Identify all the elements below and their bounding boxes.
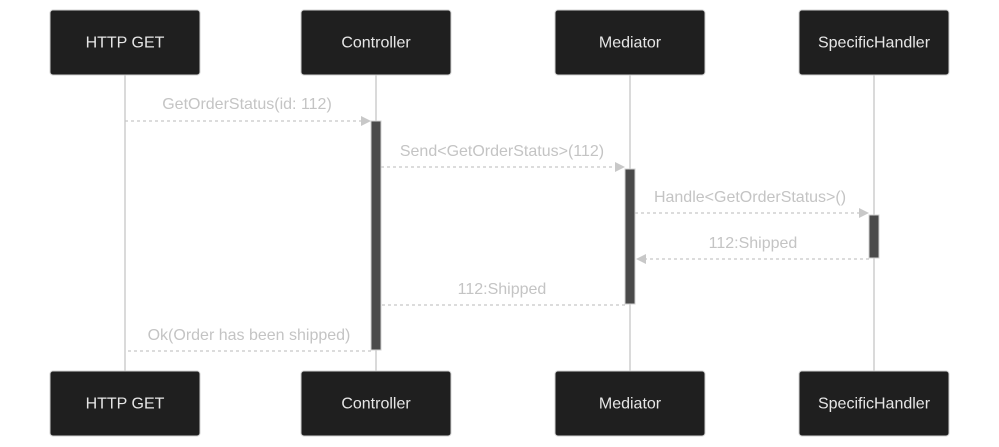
participant-label: HTTP GET [86,35,165,52]
participant-box [49,9,201,76]
activation-controller [370,120,382,351]
participant-label: Controller [341,396,411,413]
arrowhead-right-icon [361,116,371,126]
participant-box [798,370,950,437]
arrowhead-right-icon [859,208,869,218]
message-get-order-status: GetOrderStatus(id: 112) [125,96,371,126]
message-handle-request: Handle<GetOrderStatus>() [635,189,869,218]
participant-label: HTTP GET [86,396,165,413]
participant-label: SpecificHandler [818,396,931,413]
participant-handler-top: SpecificHandler [798,9,950,76]
participant-label: Mediator [599,396,662,413]
participant-box [300,370,452,437]
participant-box [300,9,452,76]
participant-http-bottom: HTTP GET [49,370,201,437]
message-label: 112:Shipped [709,235,798,252]
arrowhead-right-icon [615,162,625,172]
participant-mediator-bottom: Mediator [554,370,706,437]
activation-handler [868,214,880,259]
participant-box [798,9,950,76]
participant-label: Mediator [599,35,662,52]
participant-controller-top: Controller [300,9,452,76]
arrowhead-left-icon [636,254,646,264]
message-label: Send<GetOrderStatus>(112) [400,143,604,160]
activation-mediator [624,168,636,305]
participant-label: Controller [341,35,411,52]
message-label: Handle<GetOrderStatus>() [654,189,846,206]
message-ok-response: Ok(Order has been shipped) [125,327,371,352]
message-mediator-reply: 112:Shipped [381,281,625,306]
participant-box [554,370,706,437]
message-send-request: Send<GetOrderStatus>(112) [381,143,625,172]
participant-handler-bottom: SpecificHandler [798,370,950,437]
message-label: 112:Shipped [458,281,547,298]
participant-box [554,9,706,76]
message-handler-reply: 112:Shipped [636,235,869,264]
message-label: GetOrderStatus(id: 112) [162,96,332,113]
participant-controller-bottom: Controller [300,370,452,437]
participant-http-top: HTTP GET [49,9,201,76]
participant-label: SpecificHandler [818,35,931,52]
participant-mediator-top: Mediator [554,9,706,76]
message-label: Ok(Order has been shipped) [148,327,351,344]
participant-box [49,370,201,437]
